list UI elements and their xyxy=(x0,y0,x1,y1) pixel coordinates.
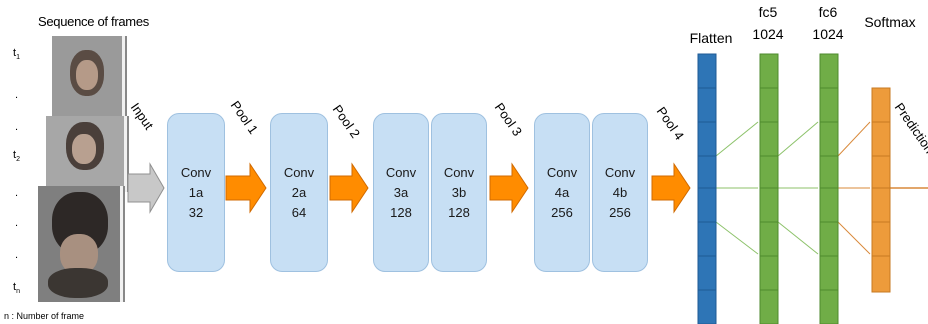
conv-filters: 32 xyxy=(188,204,204,220)
conv-block-4a: Conv 4a 256 xyxy=(534,113,590,272)
fc5-label: fc5 xyxy=(758,4,778,20)
conv-filters: 64 xyxy=(291,204,307,220)
video-frame-1 xyxy=(52,36,125,118)
pool4-arrow xyxy=(651,162,691,214)
conv-filters: 256 xyxy=(551,204,573,220)
conv-block-3a: Conv 3a 128 xyxy=(373,113,429,272)
conv-block-3b: Conv 3b 128 xyxy=(431,113,487,272)
conv-name: Conv xyxy=(546,164,578,180)
conv-name: Conv xyxy=(443,164,475,180)
video-frame-n xyxy=(38,186,123,302)
conv-name: Conv xyxy=(604,164,636,180)
conv-block-1a: Conv 1a 32 xyxy=(167,113,225,272)
footnote: n : Number of frame xyxy=(4,311,85,321)
time-label: . xyxy=(15,121,19,133)
flatten-bar xyxy=(697,53,717,324)
fc6-units: 1024 xyxy=(812,26,844,42)
conv-name: Conv xyxy=(385,164,417,180)
time-label: . xyxy=(15,249,19,261)
conv-name: Conv xyxy=(283,164,315,180)
pool3-arrow xyxy=(489,162,529,214)
softmax-label: Softmax xyxy=(864,14,916,30)
conv-name: Conv xyxy=(180,164,212,180)
conv-block-4b: Conv 4b 256 xyxy=(592,113,648,272)
flatten-fc5-connections xyxy=(715,121,759,255)
softmax-bar xyxy=(871,87,891,293)
conv-block-2a: Conv 2a 64 xyxy=(270,113,328,272)
fc6-softmax-connections xyxy=(837,121,871,255)
time-label: . xyxy=(15,89,19,101)
conv-id: 4a xyxy=(554,184,570,200)
time-label: tn xyxy=(13,281,20,296)
fc5-units: 1024 xyxy=(752,26,784,42)
pool1-arrow xyxy=(225,162,267,214)
flatten-label: Flatten xyxy=(689,30,733,46)
time-label: . xyxy=(15,217,19,229)
fc6-label: fc6 xyxy=(818,4,838,20)
time-label: t1 xyxy=(13,47,20,62)
conv-id: 3a xyxy=(393,184,409,200)
pool2-arrow xyxy=(329,162,369,214)
conv-id: 3b xyxy=(451,184,467,200)
time-label: . xyxy=(15,187,19,199)
conv-filters: 128 xyxy=(390,204,412,220)
video-frame-2 xyxy=(46,116,127,192)
conv-id: 4b xyxy=(612,184,628,200)
conv-id: 2a xyxy=(291,184,307,200)
fc6-bar xyxy=(819,53,839,324)
fc5-fc6-connections xyxy=(777,121,819,255)
fc5-bar xyxy=(759,53,779,324)
frames-title: Sequence of frames xyxy=(38,14,149,29)
time-label: t2 xyxy=(13,149,20,164)
conv-filters: 128 xyxy=(448,204,470,220)
conv-id: 1a xyxy=(188,184,204,200)
conv-filters: 256 xyxy=(609,204,631,220)
input-arrow xyxy=(127,162,165,214)
